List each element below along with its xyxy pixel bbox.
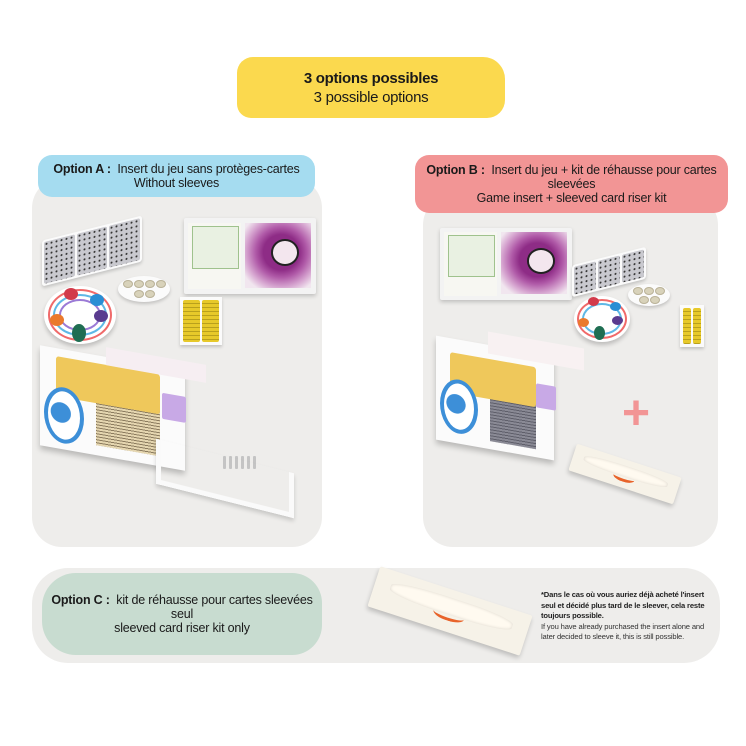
option-b-label: Option B : Insert du jeu + kit de réhaus… [415,155,728,213]
pegs-icon [223,456,256,469]
option-a-title-en: Without sleeves [133,176,220,190]
ring-token-holder-icon [44,286,116,344]
option-b-title-fr: Insert du jeu + kit de réhausse pour car… [491,163,717,191]
coin-dish-icon [118,276,170,302]
title-banner: 3 options possibles 3 possible options [237,57,505,118]
option-c-title-fr: kit de réhausse pour cartes sleevées seu… [116,593,313,621]
option-a-title-fr: Insert du jeu sans protèges-cartes [117,162,300,176]
option-c-label: Option C : kit de réhausse pour cartes s… [42,573,322,655]
footnote-fr: *Dans le cas où vous auriez déjà acheté … [541,590,705,620]
title-en: 3 possible options [313,88,429,106]
option-c-prefix: Option C : [51,593,110,607]
game-board-icon [440,228,572,300]
footnote: *Dans le cas où vous auriez déjà acheté … [541,590,719,643]
option-a-label: Option A : Insert du jeu sans protèges-c… [38,155,315,197]
option-b-prefix: Option B : [426,163,485,177]
coin-dish-icon [628,284,670,306]
option-b-title-en: Game insert + sleeved card riser kit [476,191,667,205]
plus-icon: + [622,387,651,440]
option-a-prefix: Option A : [53,162,111,176]
game-board-icon [184,218,316,294]
ring-token-holder-icon [574,296,630,342]
yellow-token-tray-icon [680,305,704,347]
option-c-title-en: sleeved card riser kit only [114,621,250,635]
title-fr: 3 options possibles [303,69,439,87]
yellow-token-tray-icon [180,297,222,345]
footnote-en: If you have already purchased the insert… [541,621,705,642]
